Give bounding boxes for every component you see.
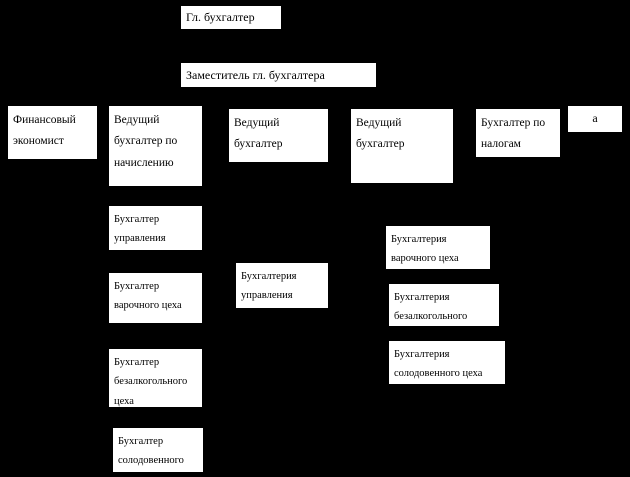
org-box-tax-accountant: Бухгалтер по налогам [475, 108, 561, 158]
org-box-accounting-dept-malt-shop: Бухгалтерия солодовенного цеха [388, 340, 506, 385]
org-box-lead-accountant-1: Ведущий бухгалтер [228, 108, 329, 163]
org-box-accounting-dept-soft-drinks: Бухгалтерия безалкогольного [388, 283, 500, 327]
org-box-accountant-brewing-shop: Бухгалтер варочного цеха [108, 272, 203, 324]
org-box-chief-accountant: Гл. бухгалтер [180, 5, 282, 30]
org-box-deputy-chief-accountant: Заместитель гл. бухгалтера [180, 62, 377, 88]
org-box-lead-accountant-2: Ведущий бухгалтер [350, 108, 454, 184]
org-box-financial-economist: Финансовый экономист [7, 105, 98, 160]
org-box-accountant-malt-shop: Бухгалтер солодовенного [112, 427, 204, 473]
org-box-accounting-dept-brewing-shop: Бухгалтерия варочного цеха [385, 225, 491, 270]
org-box-a: а [567, 105, 623, 133]
org-box-lead-accountant-accrual: Ведущий бухгалтер по начислению [108, 105, 203, 187]
org-box-accountant-soft-drinks-shop: Бухгалтер безалкогольного цеха [108, 348, 203, 408]
org-box-accounting-dept-management: Бухгалтерия управления [235, 262, 329, 309]
org-box-accountant-management: Бухгалтер управления [108, 205, 203, 251]
